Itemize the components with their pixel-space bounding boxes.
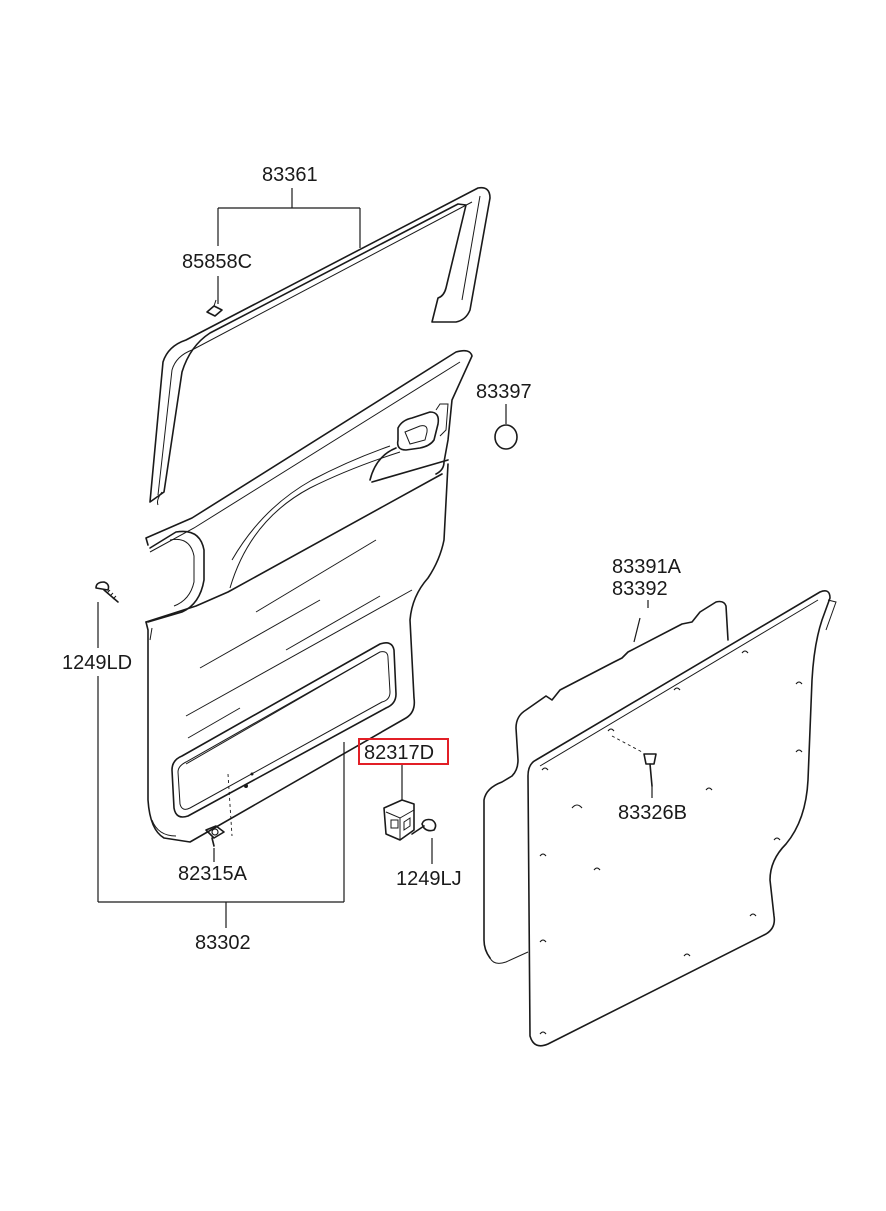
screw-1249lj-part: [411, 818, 437, 835]
bracket-82317d-part: [383, 799, 415, 841]
clip-85858c-part: [206, 299, 223, 317]
label-1249ld: 1249LD: [62, 652, 132, 674]
door-trim-panel: [145, 349, 473, 843]
highlight-box-82317d: [358, 738, 449, 765]
label-83361: 83361: [262, 164, 318, 186]
label-82317d[interactable]: 82317D: [364, 742, 434, 764]
label-82315a: 82315A: [178, 863, 248, 885]
clip-82315a-part: [205, 825, 225, 847]
label-83391a: 83391A: [612, 556, 682, 578]
screw-1249ld-part: [95, 581, 119, 603]
sealing-cover-part: [483, 590, 837, 1047]
label-83326b: 83326B: [618, 802, 687, 824]
label-85858c: 85858C: [182, 251, 252, 273]
label-83302: 83302: [195, 932, 251, 954]
screw-83326b-part: [611, 735, 657, 787]
label-1249lj: 1249LJ: [396, 868, 462, 890]
label-83397: 83397: [476, 381, 532, 403]
grommet-83397-part: [494, 424, 518, 450]
weatherstrip-part: [149, 186, 491, 506]
label-83392: 83392: [612, 578, 668, 600]
leader-lines: [97, 188, 653, 928]
